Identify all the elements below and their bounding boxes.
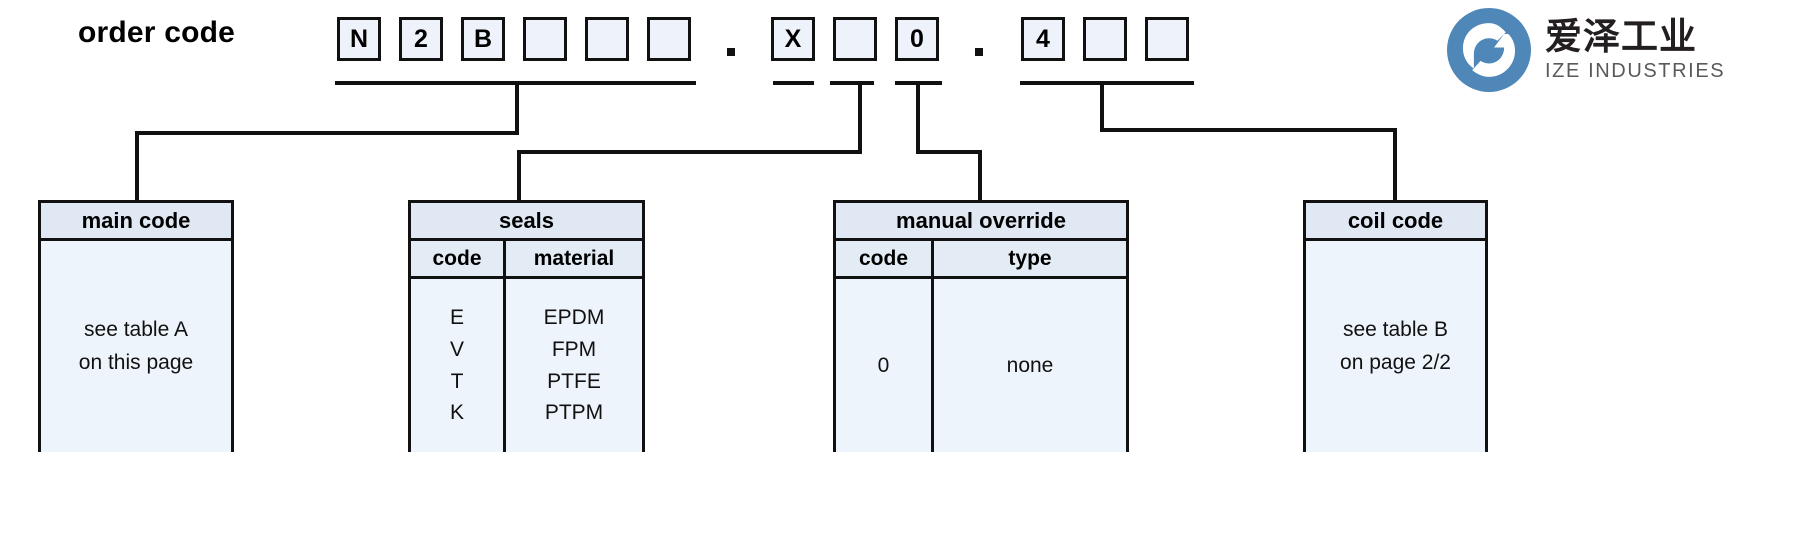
code-box-4[interactable] [523,17,567,61]
manual-override-column-code: code [858,246,908,270]
separator-dot-1 [727,48,735,56]
code-box-12[interactable] [1145,17,1189,61]
code-box-5[interactable] [585,17,629,61]
seals-material-cell: FPM [551,337,597,361]
manual-override-body: 0 none [836,279,1126,452]
seals-body: E V T K EPDM FPM PTFE PTPM [411,279,642,452]
seals-code-cell: V [449,337,464,361]
code-box-9[interactable]: 0 [895,17,939,61]
code-box-6[interactable] [647,17,691,61]
code-box-1[interactable]: N [337,17,381,61]
manual-override-type-cells: none [931,279,1126,452]
main-code-header: main code [41,203,231,241]
coil-code-text-line-1: see table B [1342,317,1449,341]
seals-column-material: material [503,241,642,276]
seals-header: seals [411,203,642,241]
code-box-3[interactable]: B [461,17,505,61]
coil-code-header: coil code [1306,203,1485,241]
manual-override-column-headers: code type [836,241,1126,279]
legend-table-manual-override: manual override code type 0 none [833,200,1129,452]
manual-override-header: manual override [836,203,1126,241]
seals-material-cells: EPDM FPM PTFE PTPM [503,279,642,452]
logo-name-en: IZE INDUSTRIES [1545,59,1726,82]
logo-text-block: 爱泽工业 IZE INDUSTRIES [1545,17,1725,82]
manual-override-column-type: type [931,241,1126,276]
seals-code-cell: E [449,305,464,329]
seals-column-headers: code material [411,241,642,279]
seals-code-cell: K [449,401,464,425]
manual-override-code-cell: 0 [877,353,890,377]
code-box-7[interactable]: X [771,17,815,61]
seals-column-code: code [432,246,482,270]
coil-code-text-line-2: on page 2/2 [1340,350,1451,374]
main-code-text-line-2: on this page [78,350,194,374]
seals-material-cell: EPDM [543,305,605,329]
main-code-body: see table A on this page [41,241,231,452]
manual-override-code-cells: 0 [836,279,931,452]
code-box-8[interactable] [833,17,877,61]
seals-material-cell: PTPM [544,401,604,425]
code-box-10[interactable]: 4 [1021,17,1065,61]
legend-table-seals: seals code material E V T K EPDM FPM PTF… [408,200,645,452]
code-box-2[interactable]: 2 [399,17,443,61]
seals-material-cell: PTFE [547,369,601,393]
main-code-text-line-1: see table A [84,317,188,341]
separator-dot-2 [975,48,983,56]
manual-override-type-cell: none [1006,353,1054,377]
logo-name-cn: 爱泽工业 [1545,16,1697,58]
seals-code-cell: T [450,369,464,393]
seals-code-cells: E V T K [411,279,503,452]
legend-table-main-code: main code see table A on this page [38,200,234,452]
code-box-11[interactable] [1083,17,1127,61]
company-logo: 爱泽工业 IZE INDUSTRIES [1447,8,1725,92]
page-title: order code [78,16,236,49]
legend-table-coil-code: coil code see table B on page 2/2 [1303,200,1488,452]
ize-logo-icon [1447,8,1531,92]
coil-code-body: see table B on page 2/2 [1306,241,1485,452]
